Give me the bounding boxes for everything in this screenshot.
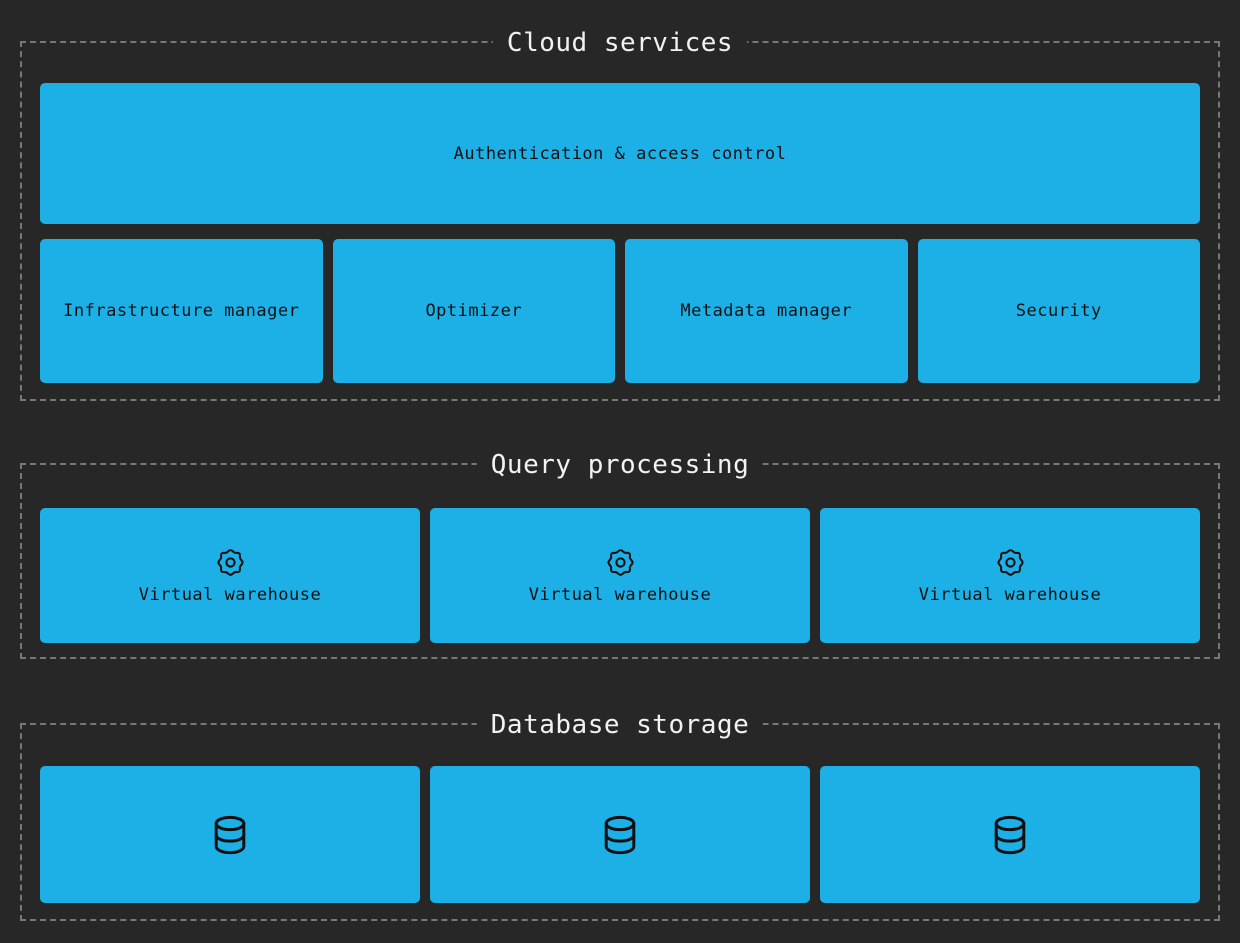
gear-icon	[996, 547, 1025, 576]
node-virtual-warehouse-3[interactable]: Virtual warehouse	[820, 508, 1200, 643]
node-optimizer[interactable]: Optimizer	[332, 239, 615, 383]
gear-icon	[216, 547, 245, 576]
section-cloud-services: Cloud services Authentication & access c…	[20, 29, 1220, 401]
row-auth: Authentication & access control	[40, 83, 1200, 224]
node-virtual-warehouse-1[interactable]: Virtual warehouse	[40, 508, 420, 643]
node-label: Virtual warehouse	[918, 584, 1102, 605]
database-icon	[207, 812, 253, 858]
gear-icon	[606, 547, 635, 576]
node-database-storage-1[interactable]	[40, 766, 420, 903]
section-query-processing: Query processing Virtual warehouse	[20, 451, 1220, 659]
node-label: Authentication & access control	[453, 143, 787, 164]
node-virtual-warehouse-2[interactable]: Virtual warehouse	[430, 508, 810, 643]
node-infrastructure-manager[interactable]: Infrastructure manager	[40, 239, 323, 383]
node-label: Virtual warehouse	[528, 584, 712, 605]
database-icon	[987, 812, 1033, 858]
node-label: Optimizer	[425, 301, 523, 321]
section-title-query-processing: Query processing	[476, 451, 764, 479]
node-database-storage-2[interactable]	[430, 766, 810, 903]
section-title-database-storage: Database storage	[476, 711, 764, 739]
node-authentication-access-control[interactable]: Authentication & access control	[40, 83, 1200, 224]
node-label: Security	[1015, 301, 1102, 321]
node-label: Infrastructure manager	[63, 301, 300, 321]
section-database-storage: Database storage	[20, 711, 1220, 921]
node-security[interactable]: Security	[917, 239, 1200, 383]
node-metadata-manager[interactable]: Metadata manager	[625, 239, 908, 383]
database-icon	[597, 812, 643, 858]
row-database-storage-nodes	[40, 766, 1200, 903]
node-label: Metadata manager	[680, 301, 853, 321]
node-label: Virtual warehouse	[138, 584, 322, 605]
row-cloud-services-components: Infrastructure manager Optimizer Metadat…	[40, 239, 1200, 383]
node-database-storage-3[interactable]	[820, 766, 1200, 903]
row-virtual-warehouses: Virtual warehouse Virtual warehouse	[40, 508, 1200, 643]
section-title-cloud-services: Cloud services	[492, 29, 748, 57]
